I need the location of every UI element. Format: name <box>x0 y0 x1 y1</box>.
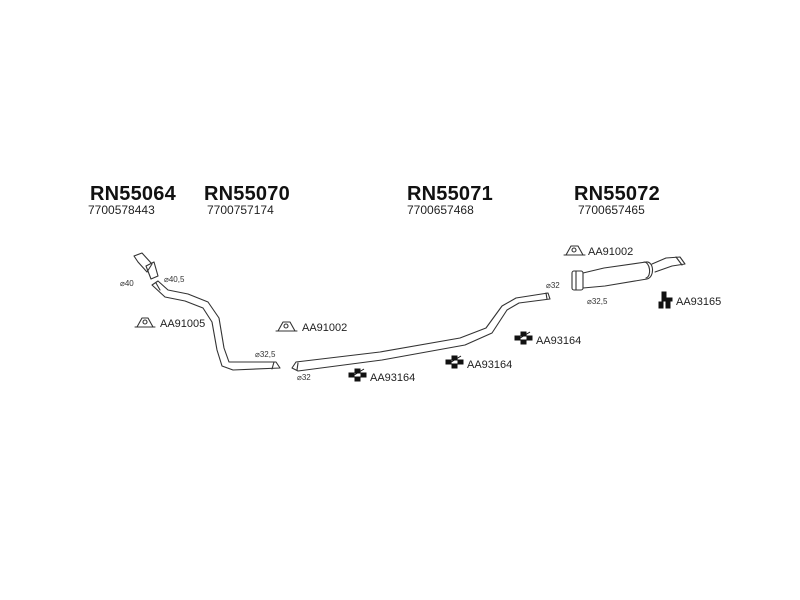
part-number-rn55070: 7700757174 <box>207 203 274 217</box>
clamp-icon-2 <box>275 321 298 332</box>
accessory-label: AA91002 <box>302 322 348 334</box>
pipe-rn55071 <box>291 292 551 372</box>
part-number-rn55064: 7700578443 <box>88 203 155 217</box>
mount-icon-4 <box>658 291 673 309</box>
mount-icon-2 <box>445 355 464 369</box>
accessory-label: AA91002 <box>588 246 634 258</box>
mount-icon-3 <box>514 331 533 345</box>
accessory-label: AA93164 <box>536 335 582 347</box>
accessory-label: AA93164 <box>370 372 416 384</box>
dim-label: ⌀40,5 <box>164 275 185 284</box>
part-number-rn55072: 7700657465 <box>578 203 645 217</box>
part-code-rn55064: RN55064 <box>90 183 176 205</box>
mount-icon-1 <box>348 368 367 382</box>
muffler-rn55072 <box>571 256 686 291</box>
dim-label: ⌀32 <box>546 281 560 290</box>
part-number-rn55071: 7700657468 <box>407 203 474 217</box>
dim-label: ⌀32,5 <box>255 350 276 359</box>
dim-label: ⌀32 <box>297 373 311 382</box>
accessory-label: AA91005 <box>160 318 206 330</box>
accessory-label: AA93164 <box>467 359 513 371</box>
accessory-label: AA93165 <box>676 296 722 308</box>
part-code-rn55072: RN55072 <box>574 183 660 205</box>
part-code-rn55070: RN55070 <box>204 183 290 205</box>
part-code-rn55071: RN55071 <box>407 183 493 205</box>
dim-label: ⌀40 <box>120 279 134 288</box>
clamp-icon-3 <box>563 245 586 256</box>
dim-label: ⌀32,5 <box>587 297 608 306</box>
clamp-icon-1 <box>134 317 156 328</box>
pipe-rn55064 <box>133 252 159 280</box>
pipe-rn55070 <box>151 280 281 371</box>
